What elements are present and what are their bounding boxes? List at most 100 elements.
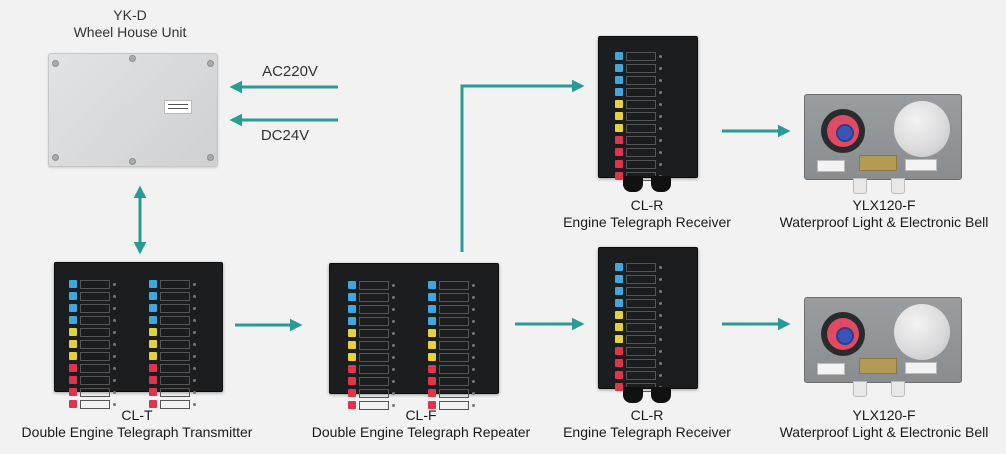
indicator-led-icon bbox=[615, 100, 623, 108]
led-row bbox=[149, 279, 196, 289]
indicator-led-icon bbox=[348, 329, 356, 337]
status-dot-icon bbox=[659, 54, 662, 58]
command-label-box bbox=[626, 159, 656, 169]
led-row bbox=[428, 388, 475, 398]
led-column bbox=[428, 280, 475, 410]
command-label-box bbox=[626, 334, 656, 344]
indicator-led-icon bbox=[428, 389, 436, 397]
led-row bbox=[69, 327, 116, 337]
light-bell-top-device bbox=[804, 94, 962, 180]
led-row bbox=[615, 358, 662, 368]
command-label-box bbox=[626, 262, 656, 272]
cable-gland bbox=[891, 381, 905, 397]
indicator-led-icon bbox=[69, 280, 77, 288]
receiver-bottom-device bbox=[598, 247, 698, 392]
led-row bbox=[149, 303, 196, 313]
warning-sticker bbox=[817, 363, 845, 375]
cable-gland bbox=[623, 387, 643, 403]
status-dot-icon bbox=[392, 343, 395, 347]
repeater-model: CL-F bbox=[405, 407, 437, 423]
repeater-name: Double Engine Telegraph Repeater bbox=[311, 424, 531, 440]
power-label-ac220v: AC220V bbox=[262, 63, 318, 80]
wheel-house-unit-model: YK-D bbox=[113, 7, 147, 23]
command-label-box bbox=[626, 111, 656, 121]
receiver-top-device bbox=[598, 36, 698, 181]
status-dot-icon bbox=[392, 307, 395, 311]
status-dot-icon bbox=[659, 289, 662, 293]
command-label-box bbox=[359, 292, 389, 302]
indicator-led-icon bbox=[428, 317, 436, 325]
led-column bbox=[149, 279, 196, 409]
led-row bbox=[348, 304, 395, 314]
status-dot-icon bbox=[193, 402, 196, 406]
indicator-led-icon bbox=[428, 329, 436, 337]
led-row bbox=[69, 279, 116, 289]
status-dot-icon bbox=[659, 277, 662, 281]
indicator-led-icon bbox=[428, 353, 436, 361]
transmitter-name: Double Engine Telegraph Transmitter bbox=[21, 424, 253, 440]
status-dot-icon bbox=[392, 367, 395, 371]
command-label-box bbox=[80, 375, 110, 385]
status-dot-icon bbox=[113, 342, 116, 346]
led-row bbox=[615, 75, 662, 85]
led-row bbox=[615, 370, 662, 380]
status-dot-icon bbox=[472, 367, 475, 371]
status-dot-icon bbox=[472, 355, 475, 359]
indicator-led-icon bbox=[615, 383, 623, 391]
indicator-led-icon bbox=[348, 401, 356, 409]
status-dot-icon bbox=[659, 66, 662, 70]
indicator-led-icon bbox=[69, 292, 77, 300]
command-label-box bbox=[626, 358, 656, 368]
screw-icon bbox=[207, 60, 214, 67]
warning-sticker bbox=[817, 160, 845, 172]
indicator-led-icon bbox=[615, 275, 623, 283]
led-row bbox=[428, 280, 475, 290]
command-label-box bbox=[80, 399, 110, 409]
command-label-box bbox=[439, 328, 469, 338]
indicator-led-icon bbox=[428, 365, 436, 373]
status-dot-icon bbox=[113, 282, 116, 286]
led-row bbox=[69, 399, 116, 409]
status-dot-icon bbox=[659, 162, 662, 166]
status-dot-icon bbox=[113, 366, 116, 370]
status-dot-icon bbox=[193, 282, 196, 286]
command-label-box bbox=[359, 364, 389, 374]
status-dot-icon bbox=[659, 349, 662, 353]
indicator-led-icon bbox=[149, 328, 157, 336]
light-bell-bottom-device bbox=[804, 297, 962, 383]
indicator-led-icon bbox=[69, 364, 77, 372]
led-row bbox=[615, 262, 662, 272]
cable-gland bbox=[623, 176, 643, 192]
led-column bbox=[69, 279, 116, 409]
wheel-house-unit-label: YK-D Wheel House Unit bbox=[74, 7, 187, 41]
repeater-device bbox=[329, 263, 499, 410]
indicator-led-icon bbox=[69, 388, 77, 396]
command-label-box bbox=[626, 286, 656, 296]
status-dot-icon bbox=[113, 378, 116, 382]
status-dot-icon bbox=[392, 379, 395, 383]
command-label-box bbox=[80, 279, 110, 289]
transmitter-device bbox=[54, 262, 223, 409]
status-dot-icon bbox=[659, 373, 662, 377]
repeater-label: CL-F Double Engine Telegraph Repeater bbox=[312, 407, 530, 441]
status-dot-icon bbox=[113, 330, 116, 334]
command-label-box bbox=[359, 352, 389, 362]
command-label-box bbox=[160, 291, 190, 301]
led-row bbox=[615, 298, 662, 308]
status-dot-icon bbox=[472, 307, 475, 311]
status-dot-icon bbox=[659, 114, 662, 118]
command-label-box bbox=[80, 303, 110, 313]
light-bell-top-model: YLX120-F bbox=[852, 197, 916, 213]
led-row bbox=[428, 328, 475, 338]
indicator-led-icon bbox=[615, 347, 623, 355]
indicator-led-icon bbox=[615, 124, 623, 132]
label-sticker bbox=[905, 159, 937, 171]
led-row bbox=[348, 352, 395, 362]
led-row bbox=[615, 147, 662, 157]
status-dot-icon bbox=[659, 337, 662, 341]
indicator-led-icon bbox=[348, 389, 356, 397]
led-row bbox=[149, 291, 196, 301]
command-label-box bbox=[80, 351, 110, 361]
led-row bbox=[69, 363, 116, 373]
